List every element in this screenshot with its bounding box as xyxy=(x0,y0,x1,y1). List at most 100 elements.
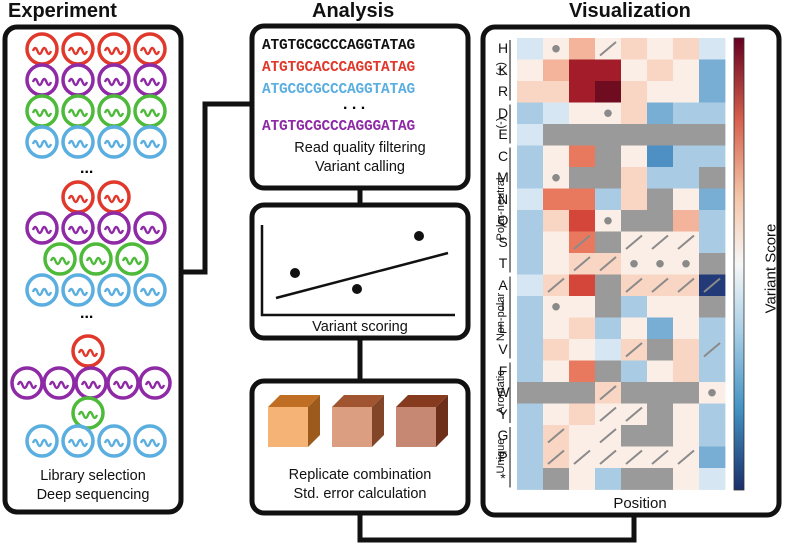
library-variant-circle xyxy=(79,242,113,276)
heatmap-cell xyxy=(595,81,622,103)
heatmap-cell xyxy=(699,124,726,146)
heatmap-cell xyxy=(517,253,544,275)
heatmap-cell xyxy=(569,403,596,426)
scoring-plot xyxy=(260,225,455,317)
caption-line: Variant calling xyxy=(314,159,405,175)
std-error-mark xyxy=(599,449,617,465)
std-error-mark xyxy=(703,277,721,293)
experiment-caption: Library selection Deep sequencing xyxy=(5,467,181,505)
std-error-mark xyxy=(599,428,617,444)
heatmap-cell xyxy=(673,167,700,189)
caption-line: Read quality filtering xyxy=(294,140,426,156)
heatmap-cell xyxy=(699,253,726,275)
wild-type-dot xyxy=(552,44,560,53)
amino-acid-label: A xyxy=(498,276,508,293)
heatmap-cell xyxy=(673,360,700,383)
heatmap-cell xyxy=(595,317,622,340)
std-error-mark xyxy=(599,41,617,57)
analysis-title: Analysis xyxy=(312,0,395,22)
heatmap-cell xyxy=(647,360,674,383)
heatmap-cell xyxy=(569,188,596,211)
heatmap-cell xyxy=(517,59,544,82)
heatmap-cell xyxy=(569,360,596,383)
heatmap-cell xyxy=(569,145,596,168)
heatmap-cell xyxy=(569,339,596,361)
heatmap-cell xyxy=(647,145,674,168)
std-error-mark xyxy=(703,342,721,358)
colorbar-label: Variant Score xyxy=(762,223,780,314)
heatmap-cell xyxy=(673,382,700,404)
heatmap-cell xyxy=(595,188,622,211)
heatmap-cell xyxy=(517,468,544,490)
heatmap-cell xyxy=(595,339,622,361)
heatmap-cell xyxy=(647,468,674,490)
heatmap-cell xyxy=(517,317,544,340)
heatmap-cell xyxy=(569,274,596,297)
library-variant-circle xyxy=(25,211,59,245)
library-variant-circle xyxy=(42,366,76,400)
colorbar xyxy=(733,37,745,491)
heatmap-cell xyxy=(569,102,596,125)
fit-line xyxy=(275,251,449,300)
amino-acid-label: E xyxy=(498,126,508,142)
library-variant-circle xyxy=(97,211,131,245)
library-variant-circle xyxy=(133,273,167,307)
std-error-mark xyxy=(625,406,643,422)
heatmap-cell xyxy=(569,38,596,60)
heatmap-cell xyxy=(699,425,726,447)
heatmap-cell xyxy=(543,145,570,168)
library-variant-circle xyxy=(138,366,172,400)
heatmap-cell xyxy=(517,210,544,232)
heatmap-cell xyxy=(699,296,726,318)
heatmap-cell xyxy=(621,38,648,60)
heatmap-cell xyxy=(621,210,648,232)
heatmap-cell xyxy=(543,317,570,340)
heatmap-cell xyxy=(699,403,726,426)
experiment-ellipsis: ... xyxy=(80,160,94,177)
heatmap-cell xyxy=(699,446,726,469)
heatmap-cell xyxy=(647,317,674,340)
heatmap-cell xyxy=(673,188,700,211)
heatmap-cell xyxy=(517,403,544,426)
heatmap-cell xyxy=(517,167,544,189)
heatmap-cell xyxy=(673,124,700,146)
heatmap-cell xyxy=(543,231,570,254)
heatmap-cell xyxy=(517,296,544,318)
amino-acid-label: Q xyxy=(497,212,509,228)
amino-acid-label: L xyxy=(499,319,507,336)
wild-type-dot xyxy=(604,216,612,225)
amino-acid-label: F xyxy=(498,362,508,379)
visualization-title: Visualization xyxy=(569,0,691,22)
heatmap-cell xyxy=(621,59,648,82)
heatmap-cell xyxy=(595,468,622,490)
amino-acid-label: D xyxy=(497,104,509,121)
heatmap-cell xyxy=(595,124,622,146)
heatmap-cell xyxy=(517,188,544,211)
amino-acid-label: S xyxy=(498,233,508,250)
amino-acid-label: I xyxy=(501,298,505,314)
heatmap-cell xyxy=(621,382,648,404)
heatmap-cell xyxy=(517,446,544,469)
replicate-cube xyxy=(268,395,320,447)
library-variant-circle xyxy=(71,334,105,368)
heatmap-cell xyxy=(673,38,700,60)
heatmap-cell xyxy=(699,38,726,60)
heatmap-cell xyxy=(647,81,674,103)
std-error-mark xyxy=(651,234,669,250)
heatmap-cell xyxy=(647,102,674,125)
amino-acid-label: M xyxy=(497,169,509,185)
heatmap-cell xyxy=(569,425,596,447)
heatmap-cell xyxy=(621,145,648,168)
heatmap-cell xyxy=(543,403,570,426)
library-variant-circle xyxy=(61,273,95,307)
group-label: (-) xyxy=(495,117,507,129)
wild-type-dot xyxy=(682,259,690,268)
heatmap-cell xyxy=(621,425,648,447)
heatmap-cell xyxy=(621,167,648,189)
heatmap-cell xyxy=(647,425,674,447)
amino-acid-label: W xyxy=(496,384,510,400)
heatmap-cell xyxy=(595,274,622,297)
heatmap-cell xyxy=(647,188,674,211)
heatmap-cell xyxy=(621,317,648,340)
group-label: Polar-neutral xyxy=(495,177,507,241)
